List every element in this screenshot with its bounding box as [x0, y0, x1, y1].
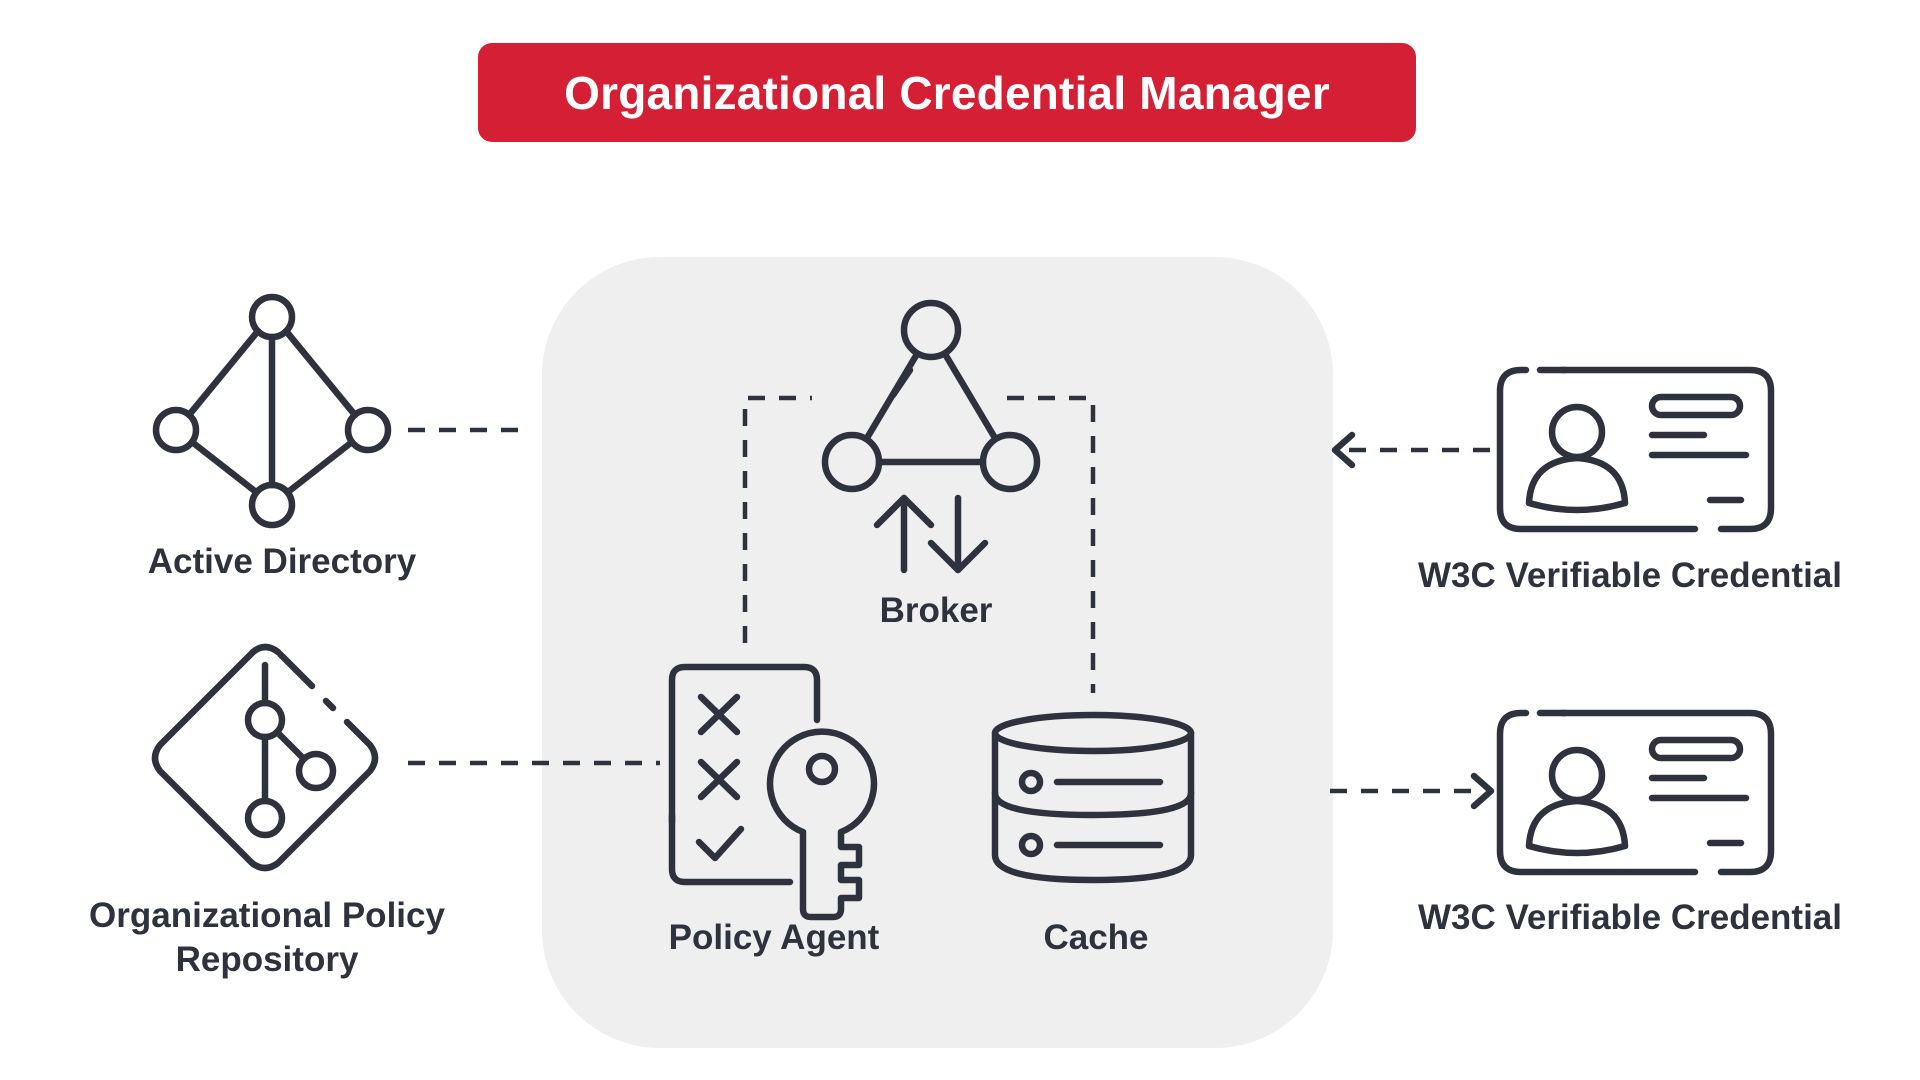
up-down-arrows-icon: [873, 494, 989, 574]
network-graph-icon: [152, 293, 392, 529]
label-policy-repository-line2: Repository: [175, 940, 359, 979]
label-credential-in: W3C Verifiable Credential: [1417, 556, 1843, 595]
label-active-directory: Active Directory: [147, 542, 417, 581]
arrowhead-right-icon: [1470, 772, 1495, 810]
label-credential-out: W3C Verifiable Credential: [1417, 898, 1843, 937]
connector-broker-cache: [1007, 395, 1096, 693]
checklist-key-icon: [668, 663, 878, 921]
label-cache: Cache: [1043, 918, 1149, 957]
label-policy-repository: Organizational Policy Repository: [62, 894, 472, 982]
title-banner: Organizational Credential Manager: [478, 43, 1416, 142]
label-broker: Broker: [879, 591, 993, 630]
credential-manager-panel: [542, 257, 1333, 1048]
id-card-icon-incoming: [1496, 366, 1775, 533]
git-branch-diamond-icon: [151, 643, 379, 872]
diagram-title: Organizational Credential Manager: [564, 66, 1330, 119]
database-icon: [991, 711, 1195, 884]
label-policy-repository-line1: Organizational Policy: [89, 896, 445, 935]
connectors: [408, 395, 1495, 810]
arrowhead-left-icon: [1331, 431, 1356, 469]
connector-broker-policy-agent: [742, 395, 812, 643]
id-card-icon-outgoing: [1496, 709, 1775, 876]
triangle-network-icon: [821, 299, 1041, 493]
label-policy-agent: Policy Agent: [668, 918, 880, 957]
